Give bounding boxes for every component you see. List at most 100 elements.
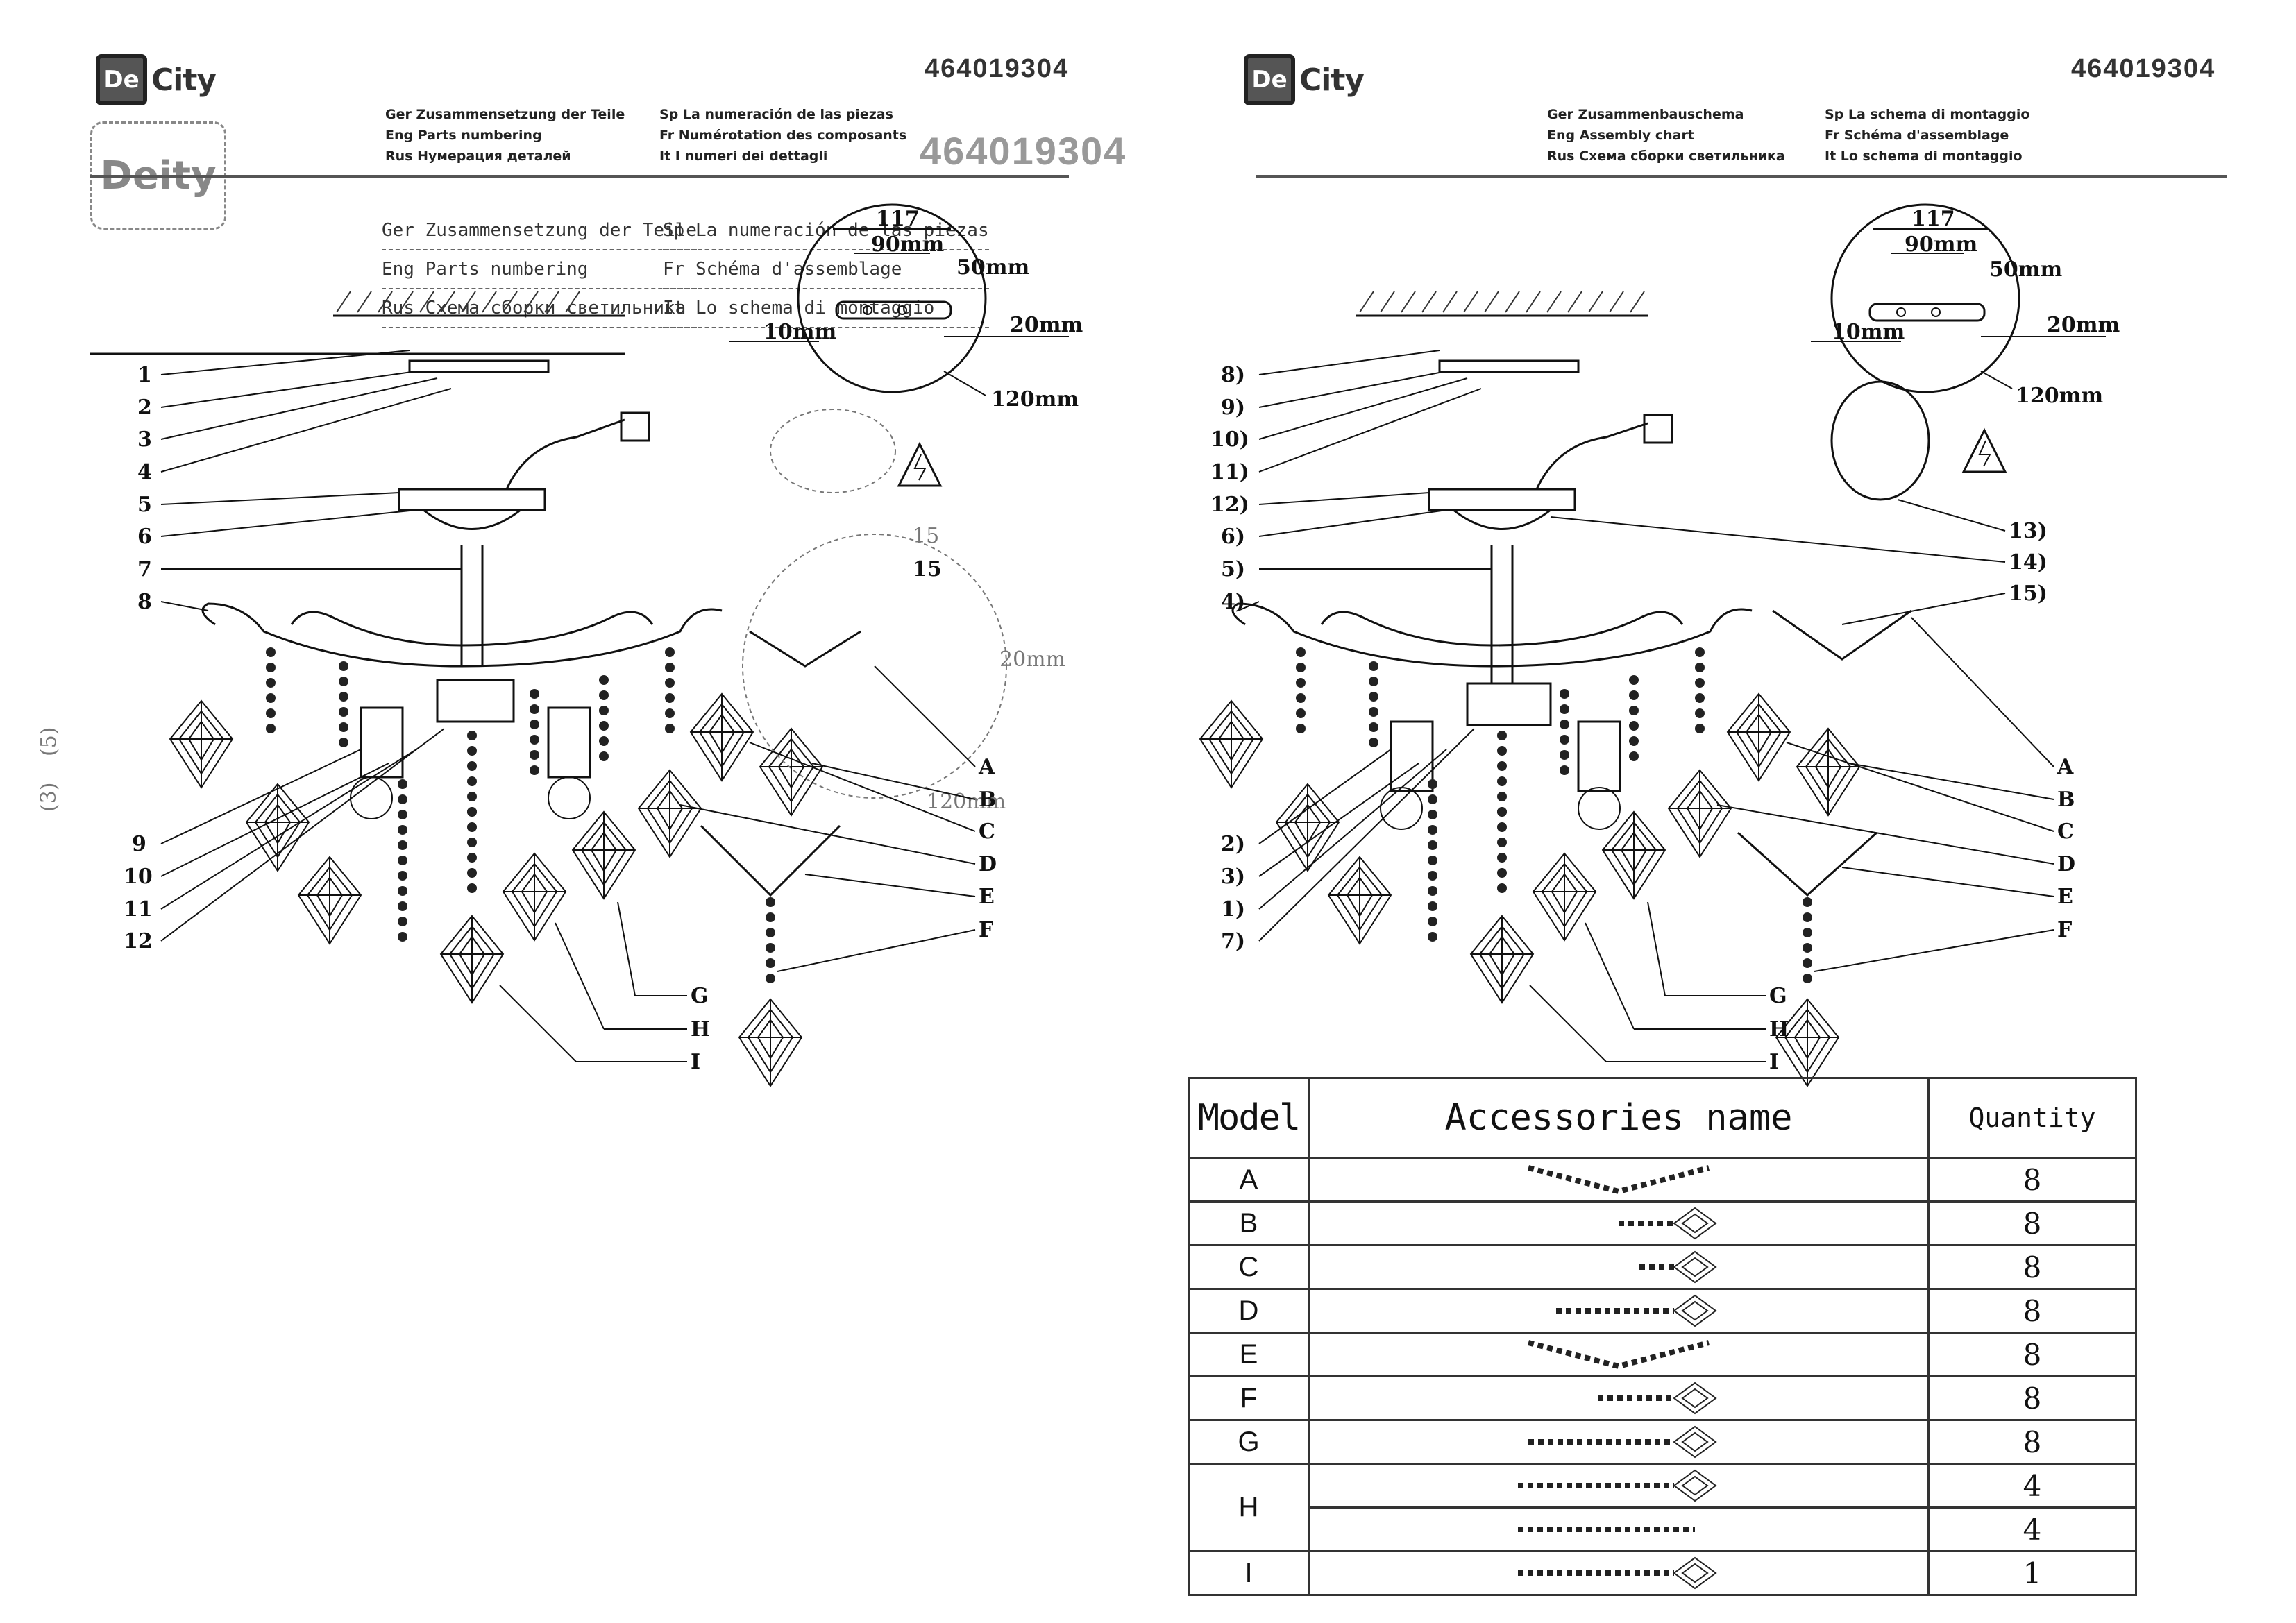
crystal-pendant	[1470, 915, 1534, 1003]
dim-side: 20mm	[1010, 313, 1083, 337]
accessories-table: Model Accessories name Quantity A 8 B 8 …	[1188, 1077, 2137, 1596]
crystal-pendant	[1328, 856, 1392, 944]
bulb	[1578, 787, 1621, 830]
chain	[339, 661, 348, 747]
header-line: Ger Zusammenbauschema	[1547, 107, 1744, 122]
v-chain-icon	[1308, 1332, 1930, 1377]
crystal-pendant	[638, 770, 702, 858]
callout-number: 9)	[1221, 396, 1245, 420]
chain	[1296, 647, 1306, 733]
ghost-number: 15	[913, 524, 939, 548]
row-quantity: 4	[1927, 1463, 2137, 1509]
callout-number: 14)	[2009, 550, 2048, 575]
letter-callout: H	[691, 1017, 710, 1042]
letter-callout: I	[691, 1050, 700, 1074]
row-model: E	[1188, 1332, 1310, 1377]
dim-small: 10mm	[763, 320, 836, 344]
ghost-line: Eng Parts numbering	[382, 250, 697, 289]
bulb-holder	[1577, 720, 1621, 792]
callout-number: 6	[137, 525, 152, 549]
row-model: B	[1188, 1200, 1310, 1246]
lightning-bolt	[913, 454, 927, 481]
crystal-pendant	[1533, 853, 1596, 941]
logo-text: City	[151, 62, 217, 98]
header-line: It Lo schema di montaggio	[1825, 148, 2023, 164]
table-row: H 4	[1188, 1463, 2137, 1552]
chain	[398, 856, 407, 942]
crystal-pendant	[246, 783, 310, 872]
chain	[467, 807, 477, 893]
callout-number: 4)	[1221, 590, 1245, 614]
right-sheet: De City 464019304 Ger Zusammenbauschema …	[1148, 0, 2296, 1623]
header-accessories-name: Accessories name	[1308, 1077, 1930, 1159]
wire-detail-circle	[1830, 380, 1930, 501]
table-row: F 8	[1188, 1375, 2137, 1421]
table-row: A 8	[1188, 1157, 2137, 1203]
crystal-pendant	[759, 728, 823, 816]
ghost-callout: (5)	[37, 727, 61, 757]
dim-side: 20mm	[2047, 313, 2120, 337]
crystal-pendant	[503, 853, 566, 941]
crystal-pendant	[1668, 770, 1732, 858]
row-model: A	[1188, 1157, 1310, 1203]
letter-callout: F	[2057, 918, 2072, 942]
lightning-bolt	[1978, 440, 1991, 467]
terminal-block	[620, 411, 650, 442]
callout-number: 3	[137, 427, 152, 452]
pendant-icon	[1308, 1244, 1930, 1290]
lamp-body	[1466, 682, 1552, 726]
dim-line	[1980, 371, 2013, 389]
letter-callout: I	[1769, 1050, 1779, 1074]
left-sheet: De City Deity 464019304 464019304 Ger Zu…	[37, 54, 1127, 1087]
ghost-article-number: 464019304	[920, 129, 1127, 173]
letter-callout: B	[979, 788, 996, 812]
callout-number: 5	[137, 493, 152, 517]
table-header-row: Model Accessories name Quantity	[1188, 1077, 2137, 1159]
chain	[1497, 731, 1507, 817]
mounting-plate	[1438, 359, 1580, 373]
lamp-body	[436, 679, 515, 723]
callout-number: 7)	[1221, 929, 1245, 953]
chain	[766, 897, 775, 983]
callout-number: 8)	[1221, 363, 1245, 387]
chain-pendant-icon	[1308, 1375, 1930, 1421]
crystal-pendant	[1775, 999, 1839, 1087]
ghost-dim: 20mm	[999, 647, 1065, 672]
right-assembly-drawing: 117 90mm 50mm 20mm 10mm 120mm 8) 9) 10) …	[1199, 203, 2120, 1087]
bulb-holder	[547, 706, 591, 779]
ghost-dim: 120mm	[927, 790, 1006, 814]
row-model: F	[1188, 1375, 1310, 1421]
dim-inner: 90mm	[871, 232, 944, 257]
header-col-1: Ger Zusammenbauschema Eng Assembly chart…	[1547, 104, 1785, 167]
table-row: G 8	[1188, 1419, 2137, 1465]
callout-number: 11	[124, 897, 153, 921]
header-col-2: Sp La numeración de las piezas Fr Numéro…	[659, 104, 906, 167]
ceiling-hatch	[1356, 291, 1648, 317]
dim-small: 10mm	[1832, 320, 1905, 344]
long-chain-pendant-icon	[1308, 1550, 1930, 1596]
ghost-callout: (3)	[37, 783, 61, 813]
letter-callout: A	[2057, 755, 2074, 779]
long-chain-icon	[1308, 1506, 1930, 1552]
ghost-line: Sp La numeración de las piezas	[663, 212, 989, 250]
callout-number: 2	[137, 396, 152, 420]
row-model: I	[1188, 1550, 1310, 1596]
header-model: Model	[1188, 1077, 1310, 1159]
arm-frame-inner	[290, 611, 654, 647]
ceiling-hatch	[333, 291, 625, 317]
ghost-detail	[770, 409, 896, 493]
electric-warning-icon	[897, 441, 943, 487]
article-number: 464019304	[925, 54, 1070, 83]
dim-total: 117	[876, 207, 920, 231]
header-line: Fr Numérotation des composants	[659, 128, 907, 143]
crystal-pendant	[738, 999, 802, 1087]
letter-callout: D	[979, 852, 997, 876]
callout-number: 12	[124, 929, 153, 953]
v-chain	[749, 630, 861, 668]
v-chain	[1737, 831, 1878, 897]
row-quantity: 1	[1927, 1550, 2137, 1596]
chain	[599, 675, 609, 761]
letter-callouts: A B C D E F G H I	[1529, 617, 2075, 1074]
v-chain	[1772, 609, 1912, 661]
letter-callout: E	[2057, 885, 2073, 909]
